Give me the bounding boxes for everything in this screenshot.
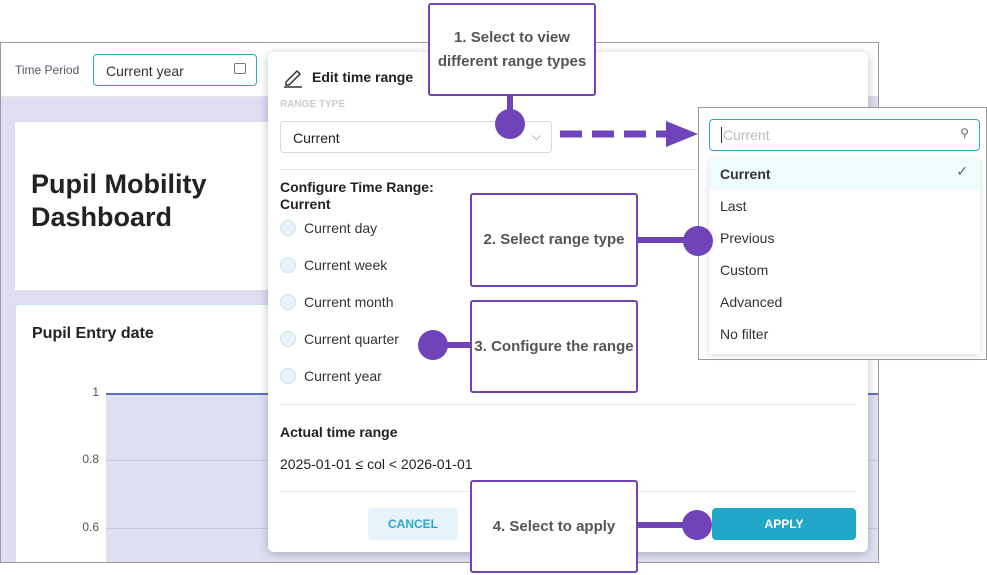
range-type-dropdown: Current ⚲ Current ✓ Last Previous Custom … [698, 107, 987, 360]
radio-current-week[interactable]: Current week [280, 257, 387, 273]
y-tick: 1 [92, 385, 99, 399]
radio-icon [280, 331, 296, 347]
dashed-arrow-icon [560, 121, 698, 147]
radio-label: Current quarter [304, 331, 399, 347]
divider [280, 404, 856, 405]
apply-button[interactable]: APPLY [712, 508, 856, 540]
option-last[interactable]: Last [720, 198, 747, 214]
search-placeholder: Current [721, 127, 770, 143]
callout-4: 4. Select to apply [470, 480, 638, 573]
callout-dot [495, 109, 525, 139]
divider [280, 169, 856, 170]
callout-3: 3. Configure the range [470, 300, 638, 393]
range-type-value: Current [293, 130, 340, 146]
y-tick: 0.8 [82, 452, 99, 466]
option-current[interactable]: Current ✓ [709, 158, 980, 190]
configure-title: Configure Time Range: Current [280, 179, 434, 212]
time-period-select[interactable]: Current year [93, 54, 257, 86]
callout-dot [418, 330, 448, 360]
cancel-button[interactable]: CANCEL [368, 508, 458, 540]
option-advanced[interactable]: Advanced [720, 294, 783, 310]
callout-dot [683, 226, 713, 256]
option-label: Current [720, 166, 771, 182]
radio-label: Current year [304, 368, 382, 384]
chevron-down-icon: ⌵ [531, 129, 541, 143]
radio-icon [280, 257, 296, 273]
radio-current-month[interactable]: Current month [280, 294, 393, 310]
title-card: Pupil Mobility Dashboard [15, 122, 269, 290]
callout-dot [682, 510, 712, 540]
calendar-icon [234, 63, 246, 74]
range-type-label: RANGE TYPE [280, 99, 346, 110]
popover-title: Edit time range [312, 69, 414, 85]
radio-icon [280, 220, 296, 236]
search-icon: ⚲ [960, 126, 969, 140]
radio-label: Current day [304, 220, 378, 236]
check-icon: ✓ [956, 163, 968, 179]
radio-icon [280, 294, 296, 310]
option-custom[interactable]: Custom [720, 262, 769, 278]
radio-current-year[interactable]: Current year [280, 368, 382, 384]
dropdown-list: Current ✓ Last Previous Custom Advanced N… [709, 158, 980, 354]
radio-current-day[interactable]: Current day [280, 220, 377, 236]
dropdown-search-input[interactable]: Current ⚲ [709, 119, 980, 151]
chart-title: Pupil Entry date [32, 325, 154, 342]
radio-current-quarter[interactable]: Current quarter [280, 331, 399, 347]
actual-range-value: 2025-01-01 ≤ col < 2026-01-01 [280, 456, 473, 472]
time-period-value: Current year [106, 63, 184, 79]
y-tick: 0.6 [82, 520, 99, 534]
radio-icon [280, 368, 296, 384]
range-type-select[interactable]: Current ⌵ [280, 121, 552, 153]
radio-label: Current week [304, 257, 388, 273]
actual-range-title: Actual time range [280, 424, 398, 440]
dashboard-title: Pupil Mobility Dashboard [31, 169, 207, 232]
callout-2: 2. Select range type [470, 193, 638, 287]
callout-connector [636, 237, 686, 243]
radio-label: Current month [304, 294, 394, 310]
option-previous[interactable]: Previous [720, 230, 775, 246]
callout-connector [440, 342, 472, 348]
time-period-label: Time Period [15, 63, 80, 77]
callout-1: 1. Select to view different range types [428, 3, 596, 96]
callout-connector [636, 522, 686, 528]
pencil-icon [284, 69, 302, 88]
option-no-filter[interactable]: No filter [720, 326, 769, 342]
